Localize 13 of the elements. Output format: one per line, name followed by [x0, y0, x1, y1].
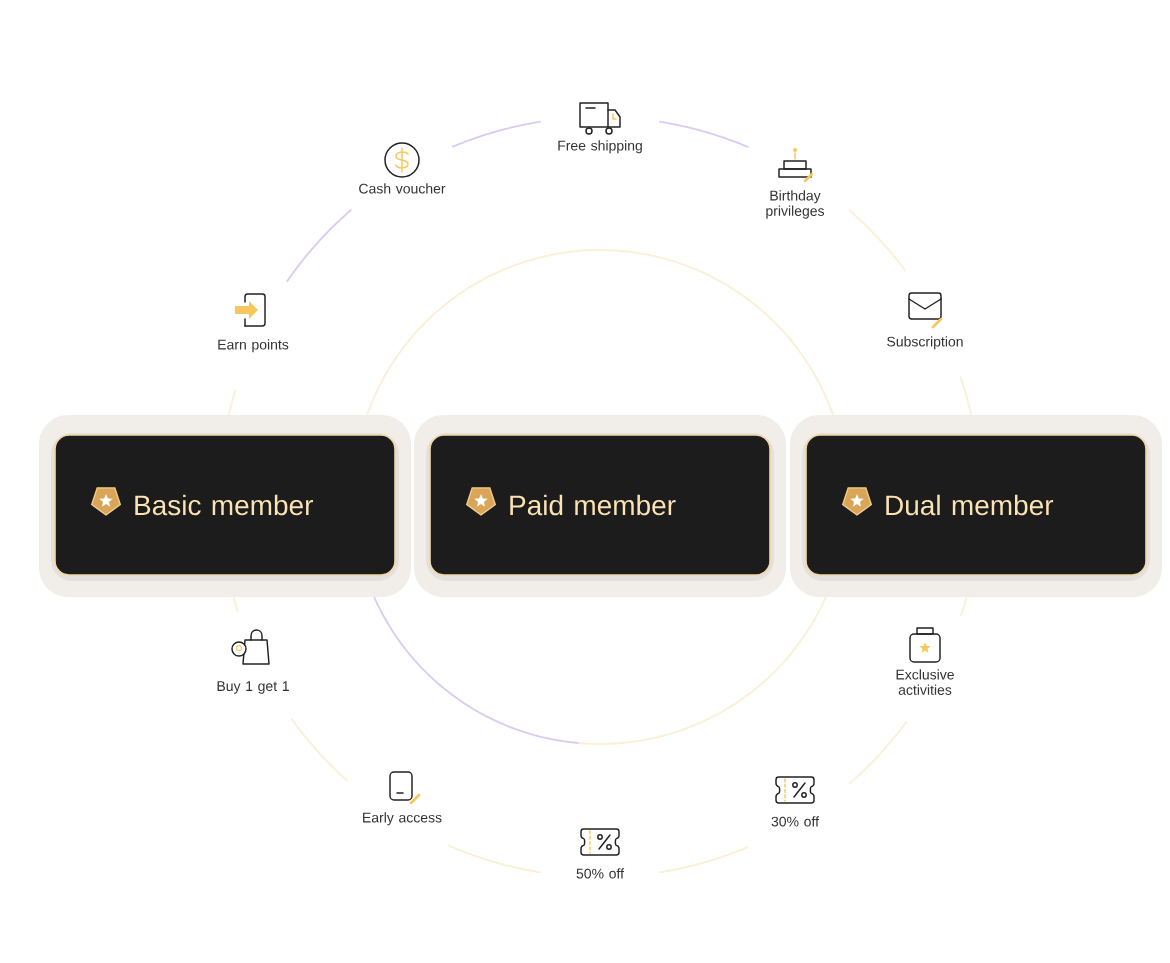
- member-card: Basic member: [39, 415, 411, 597]
- benefit-label: Earn points: [218, 339, 289, 353]
- benefit-label: Buy 1 get 1: [217, 681, 289, 694]
- member-card: Paid member: [414, 415, 786, 597]
- benefit-label: 50% off: [576, 868, 625, 879]
- benefit-label: Birthday privileges: [766, 190, 825, 219]
- benefit-label: Exclusive activities: [896, 669, 954, 695]
- benefit-label: 30% off: [771, 816, 820, 827]
- member-card: Dual member: [790, 415, 1162, 597]
- benefit-label: Early access: [363, 812, 442, 826]
- benefit-label: Subscription: [887, 336, 963, 350]
- benefit-label: Cash voucher: [359, 183, 446, 194]
- benefit-label: Free shipping: [558, 140, 642, 154]
